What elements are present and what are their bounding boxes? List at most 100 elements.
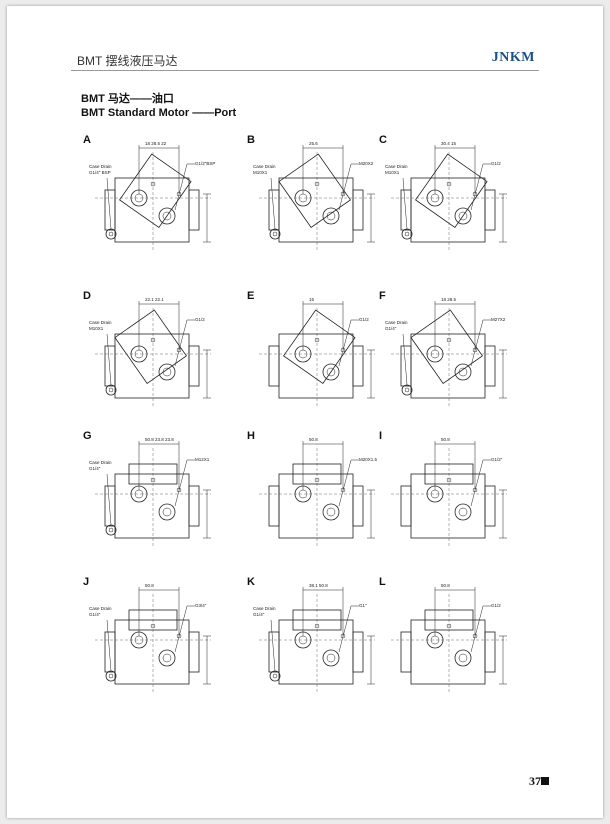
port-b xyxy=(322,207,340,225)
figure-letter: F xyxy=(379,290,386,302)
port-leader xyxy=(338,319,352,367)
mounting-flange-right xyxy=(188,345,200,387)
port-block-outline xyxy=(278,153,351,228)
port-b xyxy=(322,503,340,521)
port-leader xyxy=(470,163,484,211)
case-drain-inner xyxy=(272,231,278,237)
port-block-outline xyxy=(283,309,356,384)
port-block-outline xyxy=(415,153,488,228)
case-drain-thread-label: G1/4" xyxy=(89,466,101,471)
port-drawing: 50.8G1/2" xyxy=(391,437,507,548)
port-leader xyxy=(470,459,484,507)
figure-letter: L xyxy=(379,576,386,588)
port-b-inner xyxy=(326,211,336,221)
mounting-flange-right xyxy=(188,485,200,527)
port-b-inner xyxy=(326,367,336,377)
port-leader xyxy=(174,163,188,211)
figure-letter: C xyxy=(379,134,387,146)
port-leader xyxy=(470,605,484,653)
port-thread-label: M20X2 xyxy=(359,161,374,166)
port-block xyxy=(415,153,488,228)
case-drain-leader xyxy=(270,619,276,672)
motor-body xyxy=(410,619,486,685)
figure-letter: D xyxy=(83,290,91,302)
case-drain-leader xyxy=(402,177,408,230)
port-b xyxy=(322,363,340,381)
catalog-page: BMT 摆线液压马达 JNKM BMT 马达——油口 BMT Standard … xyxy=(7,6,603,818)
motor-body xyxy=(114,619,190,685)
port-block xyxy=(114,309,187,384)
mounting-flange-left xyxy=(104,631,116,673)
case-drain-leader xyxy=(106,333,112,386)
case-drain-port xyxy=(105,670,117,682)
mounting-flange-right xyxy=(352,345,364,387)
port-b xyxy=(158,503,176,521)
mounting-flange-left xyxy=(104,189,116,231)
port-block-outline xyxy=(119,153,192,228)
dimension-label: 50.8 xyxy=(441,437,450,442)
page-number-marker xyxy=(541,777,549,785)
case-drain-inner xyxy=(404,387,410,393)
port-thread-label: G3/4" xyxy=(195,603,207,608)
case-drain-port xyxy=(269,228,281,240)
port-thread-label: G1/2"BSP xyxy=(195,161,215,166)
port-block xyxy=(410,309,483,384)
case-drain-port xyxy=(105,228,117,240)
port-b-inner xyxy=(162,211,172,221)
case-drain-port xyxy=(105,524,117,536)
figure-letter: A xyxy=(83,134,91,146)
figure-letter: G xyxy=(83,430,92,442)
mounting-flange-left xyxy=(268,631,280,673)
dimension-label: 22.1 22.1 xyxy=(145,297,164,302)
port-thread-label: G1/2 xyxy=(359,317,369,322)
mounting-flange-left xyxy=(400,345,412,387)
port-leader xyxy=(470,319,484,367)
port-thread-label: M20X1.5 xyxy=(359,457,378,462)
dimension-label: 18 28.5 xyxy=(441,297,457,302)
figure-letter: I xyxy=(379,430,383,442)
port-block xyxy=(119,153,192,228)
port-thread-label: G1/2 xyxy=(195,317,205,322)
case-drain-label: Case Drain xyxy=(89,320,112,325)
page-number: 37 xyxy=(529,774,541,788)
mounting-flange-right xyxy=(484,485,496,527)
mounting-flange-left xyxy=(104,485,116,527)
port-b-inner xyxy=(458,653,468,663)
port-block xyxy=(283,309,356,384)
case-drain-thread-label: M10X1 xyxy=(253,170,268,175)
case-drain-leader xyxy=(106,619,112,672)
case-drain-inner xyxy=(108,527,114,533)
dimension-label: 30.4 15 xyxy=(441,141,457,146)
port-thread-label: G1/2 xyxy=(491,161,501,166)
case-drain-thread-label: M10X1 xyxy=(89,326,104,331)
figure-letter: H xyxy=(247,430,255,442)
mounting-flange-left xyxy=(400,189,412,231)
port-leader xyxy=(338,163,352,211)
port-thread-label: G1/2 xyxy=(491,603,501,608)
case-drain-leader xyxy=(106,473,112,526)
case-drain-leader xyxy=(270,177,276,230)
dimension-label: 25.6 xyxy=(309,141,318,146)
case-drain-label: Case Drain xyxy=(385,164,408,169)
mounting-flange-right xyxy=(484,189,496,231)
motor-body xyxy=(278,333,354,399)
port-b-inner xyxy=(326,507,336,517)
brand-logo: JNKM xyxy=(491,50,535,65)
port-leader xyxy=(174,319,188,367)
port-b xyxy=(454,649,472,667)
port-block xyxy=(278,153,351,228)
port-b xyxy=(158,363,176,381)
mounting-flange-left xyxy=(400,485,412,527)
port-leader xyxy=(338,459,352,507)
mounting-flange-right xyxy=(352,485,364,527)
